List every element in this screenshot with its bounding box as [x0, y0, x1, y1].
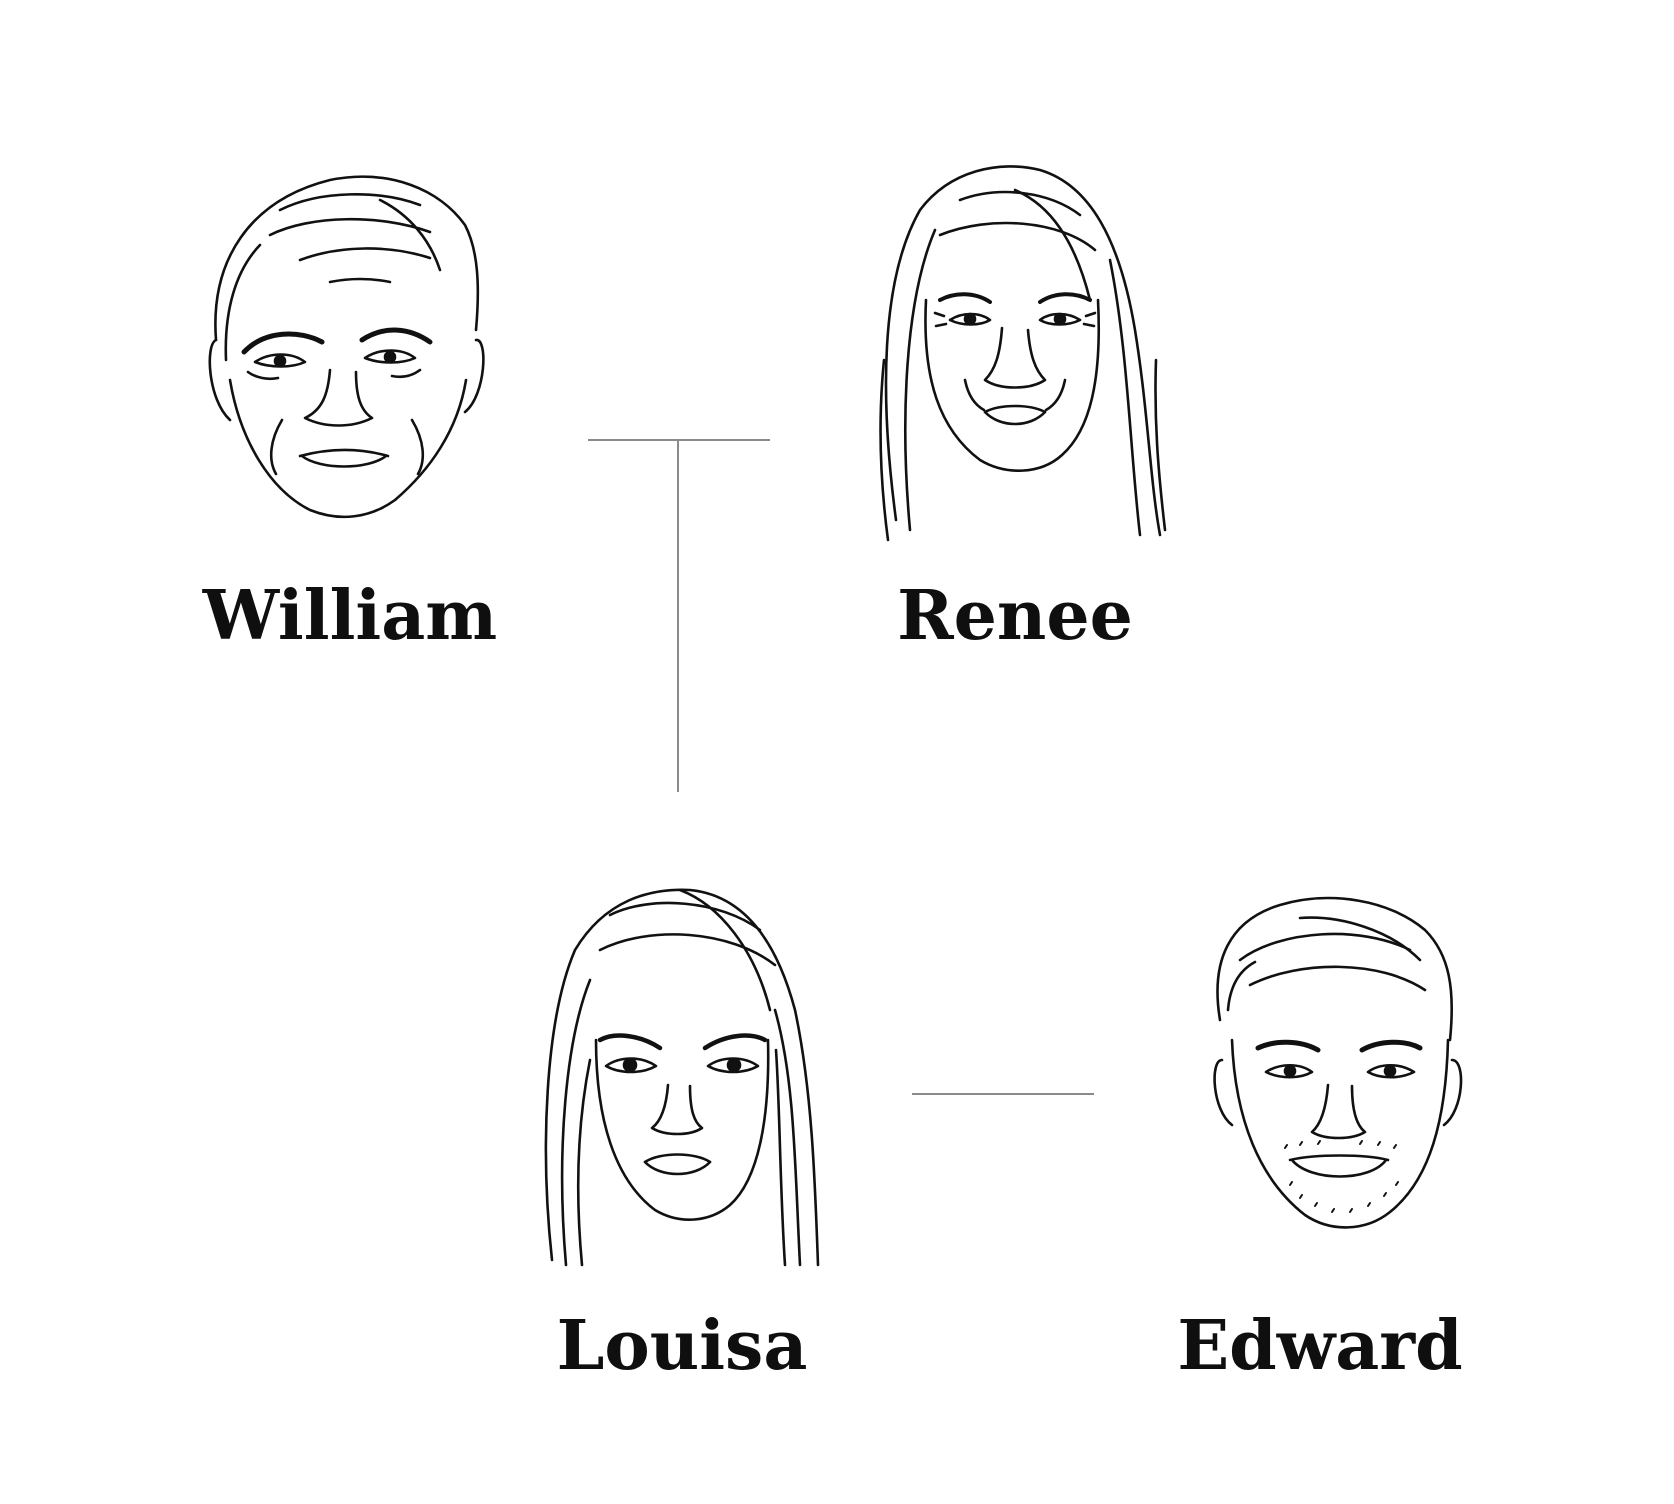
- name-renee: Renee: [897, 576, 1133, 656]
- older-man-face-icon: [208, 175, 485, 519]
- name-louisa: Louisa: [556, 1306, 808, 1386]
- name-william: William: [202, 576, 498, 656]
- woman-long-hair-face-icon: [879, 165, 1167, 542]
- young-woman-face-icon: [544, 888, 820, 1267]
- connector-lines: [588, 439, 1094, 1095]
- young-man-face-icon: [1213, 896, 1463, 1229]
- name-edward: Edward: [1177, 1306, 1463, 1386]
